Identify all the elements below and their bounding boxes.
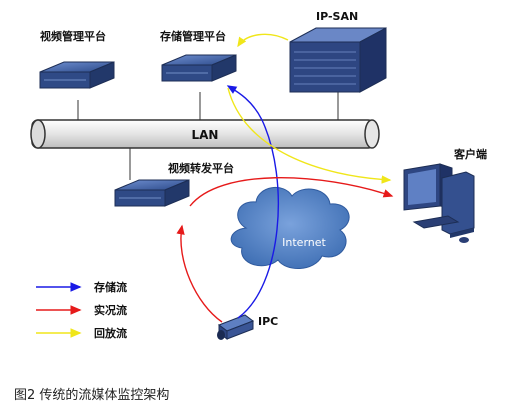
- client-computer-icon: [403, 163, 475, 243]
- playback-flow-storage-to-client: [227, 87, 392, 184]
- storage-management-label: 存储管理平台: [160, 29, 226, 43]
- client-label: 客户端: [453, 147, 487, 161]
- ipc-label: IPC: [258, 315, 278, 328]
- playback-flow-ipsan-to-storage: [237, 33, 289, 48]
- ipc-camera-icon: [217, 314, 255, 340]
- legend-playback-label: 回放流: [94, 326, 127, 340]
- legend-storage-label: 存储流: [94, 280, 127, 294]
- ipsan-label: IP-SAN: [316, 10, 358, 23]
- video-management-server-icon: [39, 61, 115, 89]
- live-flow-forwarding-to-client: [189, 177, 394, 207]
- forwarding-label: 视频转发平台: [168, 161, 234, 175]
- lan-connectors: [77, 90, 339, 180]
- lan-label: LAN: [192, 128, 219, 142]
- storage-flow-arrow: [226, 85, 280, 319]
- internet-cloud-icon: [230, 187, 350, 269]
- legend: 存储流 实况流 回放流: [36, 280, 127, 340]
- forwarding-server-icon: [114, 179, 190, 207]
- internet-label: Internet: [282, 236, 326, 249]
- ipsan-storage-icon: [289, 27, 387, 93]
- storage-management-server-icon: [161, 54, 237, 82]
- live-flow-ipc-to-forwarding: [176, 224, 223, 323]
- legend-live-label: 实况流: [94, 303, 127, 317]
- figure-caption: 图2 传统的流媒体监控架构: [14, 388, 170, 403]
- lan-bus: LAN: [30, 119, 380, 149]
- video-management-label: 视频管理平台: [40, 29, 106, 43]
